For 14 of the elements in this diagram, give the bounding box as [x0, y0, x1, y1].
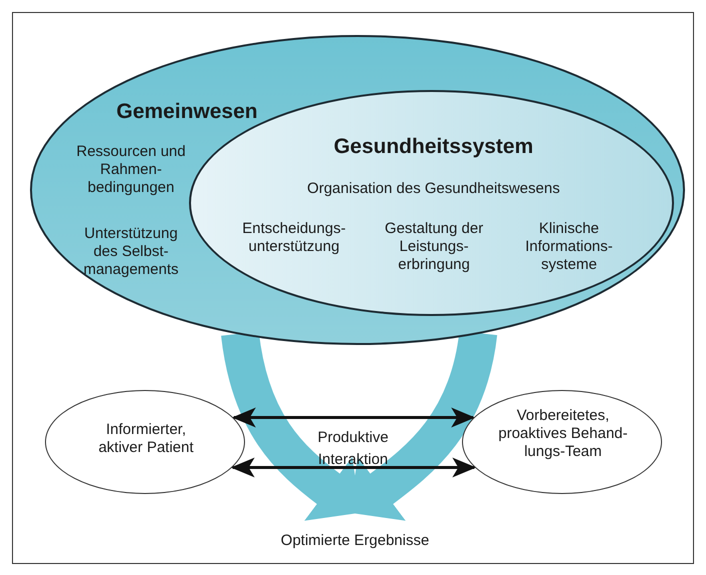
label-text: Klinische Informations-systeme — [524, 220, 614, 274]
heading-text: Gesundheitssystem — [332, 134, 534, 160]
label-text: Entscheidungs-unterstützung — [241, 220, 347, 256]
heading-text: Gemeinwesen — [115, 99, 259, 124]
label-text: Organisation des Gesundheitswesens — [306, 180, 561, 198]
label-text: Unterstützung des Selbst-managements — [82, 225, 180, 279]
label-text: Vorbereitetes, proaktives Behand-lungs-Team — [497, 407, 629, 461]
label-text: Gestaltung der Leistungs-erbringung — [384, 220, 484, 274]
double-arrow — [230, 458, 476, 478]
label-text: Informierter, aktiver Patient — [97, 421, 195, 457]
double-arrow — [232, 408, 476, 428]
label-text: Optimierte Ergebnisse — [280, 532, 430, 550]
interaction-label: Produktive Interaktion — [316, 428, 390, 470]
label-text: Ressourcen und Rahmen-bedingungen — [75, 143, 187, 197]
